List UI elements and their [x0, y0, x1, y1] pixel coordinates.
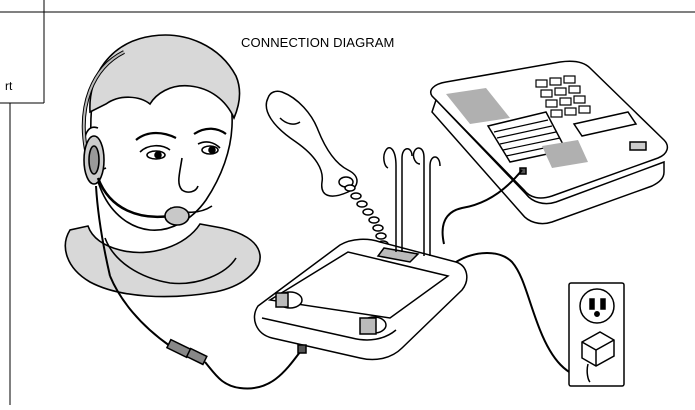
wall-outlet-illustration: [569, 283, 624, 386]
quick-disconnect: [167, 340, 207, 365]
coiled-cord: [345, 185, 388, 247]
headset-wearer-illustration: [65, 35, 260, 297]
telephone-handset-illustration: [266, 91, 357, 196]
side-panel-text-fragment: rt: [5, 79, 12, 93]
handset-lifter-hook: [384, 148, 440, 256]
headset-amplifier-base: [254, 239, 466, 359]
desk-telephone-illustration: [431, 61, 668, 223]
diagram-title: CONNECTION DIAGRAM: [241, 35, 394, 50]
